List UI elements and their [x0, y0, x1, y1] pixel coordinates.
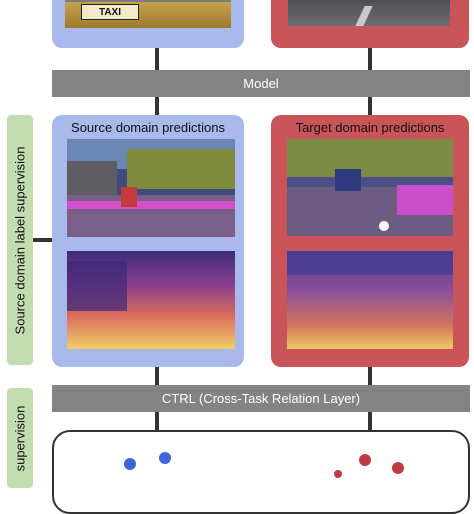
connector-target-mid [368, 97, 372, 115]
road-marking [355, 6, 373, 26]
source-segmentation-image [67, 139, 235, 237]
tseg-trees [287, 139, 453, 177]
source-supervision-label: Source domain label supervision [7, 115, 33, 365]
supervision-connector [33, 238, 52, 242]
seg-trees [127, 149, 235, 189]
depth-silhouette [67, 261, 127, 311]
tseg-car [335, 169, 361, 191]
connector-target-top [368, 48, 372, 70]
target-input-panel [271, 0, 469, 48]
source-input-image: TAXI [65, 0, 231, 28]
model-bar-label: Model [243, 76, 279, 91]
seg-building [67, 161, 117, 201]
red-dot-1 [359, 454, 371, 466]
seg-car [121, 187, 137, 207]
blue-dot-1 [124, 458, 136, 470]
connector-target-final [368, 412, 372, 430]
target-depth-image [287, 251, 453, 349]
tseg-light [379, 221, 389, 231]
source-predictions-title: Source domain predictions [71, 120, 225, 135]
target-predictions-title: Target domain predictions [295, 120, 445, 135]
connector-source-final [155, 412, 159, 430]
red-dot-3 [392, 462, 404, 474]
taxi-sign-text: TAXI [98, 6, 122, 18]
model-bar: Model [52, 70, 470, 97]
source-input-panel: TAXI [52, 0, 244, 48]
red-dot-2 [334, 470, 342, 478]
ctrl-bar-label: CTRL (Cross-Task Relation Layer) [161, 391, 361, 406]
ctrl-bar: CTRL (Cross-Task Relation Layer) [52, 385, 470, 412]
bottom-supervision-label: supervision [7, 388, 33, 488]
connector-source-mid [155, 97, 159, 115]
connector-target-bottom [368, 367, 372, 385]
source-depth-image [67, 251, 235, 349]
target-segmentation-image [287, 139, 453, 236]
connector-source-bottom [155, 367, 159, 385]
depth-top-band [287, 251, 453, 275]
target-input-image [288, 0, 450, 26]
seg-sidewalk [67, 201, 235, 209]
source-predictions-panel: Source domain predictions [52, 115, 244, 367]
blue-dot-2 [159, 452, 171, 464]
connector-source-top [155, 48, 159, 70]
relation-embedding-box [52, 430, 470, 514]
target-predictions-panel: Target domain predictions [271, 115, 469, 367]
tseg-sidewalk [397, 185, 453, 215]
taxi-sign: TAXI [81, 4, 139, 20]
